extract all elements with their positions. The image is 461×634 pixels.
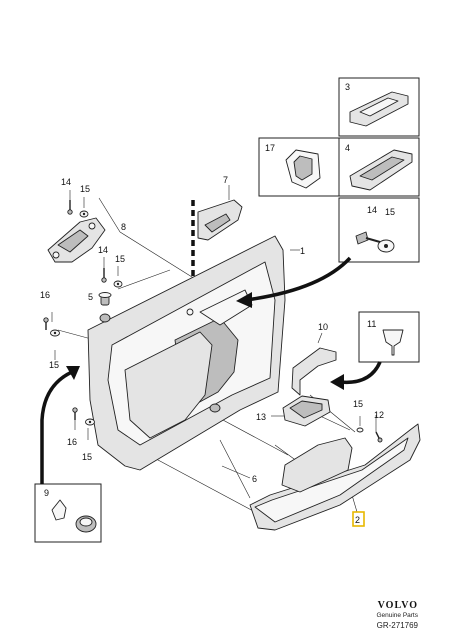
callout-15d: 15 [49,360,59,370]
switch-holder [282,395,331,427]
callout-11: 11 [367,319,376,329]
callout-9: 9 [44,488,49,498]
detail-box-17 [258,137,340,197]
handle-bezel [197,199,243,241]
callout-13: 13 [256,412,266,422]
detail-box-9 [34,483,102,543]
callout-12: 12 [374,410,384,420]
callout-labels: 1 2 3 4 5 6 7 8 9 10 11 12 13 14 14 14 1… [40,82,395,525]
door-trim-panel [87,235,286,471]
detail-box-11 [358,311,420,363]
callout-15f: 15 [353,399,363,409]
highlight-box-2 [352,511,365,527]
inner-handle-mechanism [47,217,106,263]
callout-2: 2 [355,515,360,525]
callout-14b: 14 [98,245,108,255]
callout-6: 6 [252,474,257,484]
callout-10: 10 [318,322,328,332]
armrest-pad [281,437,353,493]
reference-number: GR-271769 [377,621,419,630]
callout-14a: 14 [61,177,71,187]
fasteners [43,200,383,443]
callout-8: 8 [121,222,126,232]
callout-1: 1 [300,246,305,256]
detail-box-14-15 [338,197,420,263]
callout-15e: 15 [82,452,92,462]
brand-logo: VOLVO [378,600,418,611]
callout-7: 7 [223,175,228,185]
lower-trim-cover [249,423,421,531]
detail-arrows [40,256,382,484]
callout-16a: 16 [40,290,50,300]
footer: VOLVO Genuine Parts GR-271769 [376,600,418,630]
callout-4: 4 [345,143,350,153]
brand-tagline: Genuine Parts [376,612,418,619]
callout-5: 5 [88,292,93,302]
callout-14c: 14 [367,205,377,215]
callout-3: 3 [345,82,350,92]
callout-15b: 15 [115,254,125,264]
callout-15a: 15 [80,184,90,194]
callout-16b: 16 [67,437,77,447]
callout-17: 17 [265,143,275,153]
callout-15c: 15 [385,207,395,217]
detail-box-4 [338,137,420,197]
detail-box-3 [338,77,420,137]
trim-piece-10 [291,347,337,396]
